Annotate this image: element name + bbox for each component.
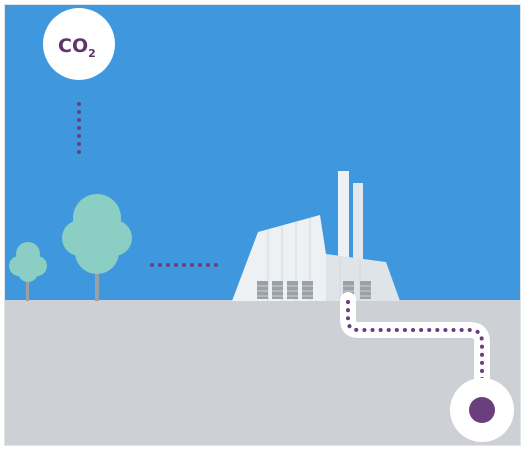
small-tree-trunk xyxy=(26,270,29,301)
co2-label-main: CO xyxy=(58,35,88,57)
plant-vents xyxy=(257,281,371,299)
small-tree xyxy=(9,242,47,301)
large-tree-trunk xyxy=(95,262,99,301)
capture-pipe-dots xyxy=(346,300,484,390)
co2-bubble: CO2 xyxy=(43,8,115,80)
frame xyxy=(4,4,521,446)
co2-bubble-circle xyxy=(43,8,115,80)
chimney-short xyxy=(353,183,363,301)
trees-to-factory-dotted-line xyxy=(150,263,218,267)
co2-label: CO2 xyxy=(58,35,96,60)
large-tree xyxy=(62,194,132,301)
co2-dotted-line xyxy=(77,102,81,154)
storage-reservoir xyxy=(450,378,514,442)
plant-vent-slats xyxy=(257,285,371,297)
plant-main-hall xyxy=(232,215,326,301)
storage-dot xyxy=(469,397,495,423)
co2-label-subscript: 2 xyxy=(88,47,96,60)
chimney-tall xyxy=(338,171,349,301)
ground xyxy=(5,300,520,445)
power-plant xyxy=(232,171,400,301)
